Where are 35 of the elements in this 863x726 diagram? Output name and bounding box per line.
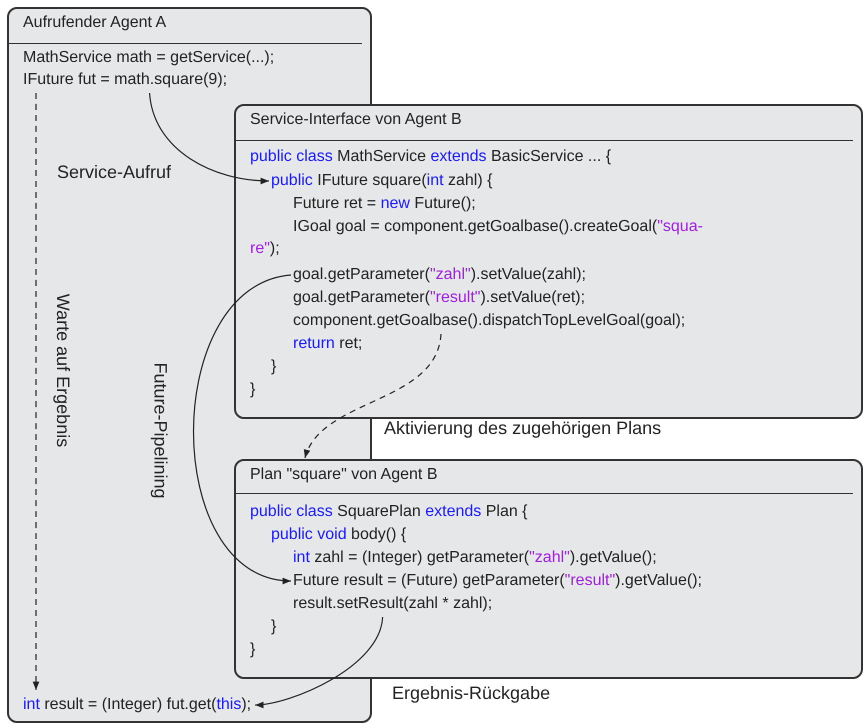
code-line: IGoal goal = component.getGoalbase().createGoal("squa- re"); bbox=[250, 216, 720, 260]
code-line: public class MathService extends BasicService ... { bbox=[250, 146, 612, 168]
code-line: IFuture fut = math.square(9); bbox=[23, 69, 228, 91]
code-panel bbox=[234, 459, 863, 679]
code-line: public void body() { bbox=[271, 524, 406, 546]
dashed-arrow bbox=[304, 334, 442, 458]
code-line: public class SquarePlan extends Plan { bbox=[250, 501, 528, 523]
panel-title: Aufrufender Agent A bbox=[23, 14, 166, 32]
dashed-arrow bbox=[32, 93, 40, 690]
code-line: Future ret = new Future(); bbox=[293, 193, 476, 215]
edge-label: Warte auf Ergebnis bbox=[52, 293, 73, 447]
edge-label: Aktivierung des zugehörigen Plans bbox=[384, 418, 662, 439]
arrow bbox=[192, 274, 292, 583]
code-line: return ret; bbox=[293, 333, 362, 355]
code-line: goal.getParameter("result").setValue(ret); bbox=[293, 287, 586, 309]
edge-label: Service-Aufruf bbox=[57, 162, 172, 183]
code-line: component.getGoalbase().dispatchTopLevelGoal(goal); bbox=[293, 310, 686, 332]
code-line: public IFuture square(int zahl) { bbox=[271, 170, 492, 192]
code-line: result.setResult(zahl * zahl); bbox=[293, 593, 492, 615]
code-line: int zahl = (Integer) getParameter("zahl").getValue(); bbox=[293, 547, 657, 569]
code-line: int result = (Integer) fut.get(this); bbox=[23, 694, 252, 716]
code-panel bbox=[234, 104, 863, 419]
code-line: } bbox=[271, 356, 276, 378]
panel-title: Plan "square" von Agent B bbox=[250, 466, 438, 484]
arrow bbox=[148, 92, 270, 184]
panel-title: Service-Interface von Agent B bbox=[250, 111, 462, 129]
code-line: } bbox=[250, 379, 256, 401]
code-line: } bbox=[250, 639, 256, 661]
code-line: goal.getParameter("zahl").setValue(zahl); bbox=[293, 264, 586, 286]
edge-label: Future-Pipelining bbox=[150, 362, 171, 498]
code-line: } bbox=[271, 616, 276, 638]
edge-label: Ergebnis-Rückgabe bbox=[392, 683, 550, 704]
code-line: Future result = (Future) getParameter("result").getValue(); bbox=[293, 570, 702, 592]
code-line: MathService math = getService(...); bbox=[23, 47, 274, 69]
arrow bbox=[255, 616, 384, 708]
